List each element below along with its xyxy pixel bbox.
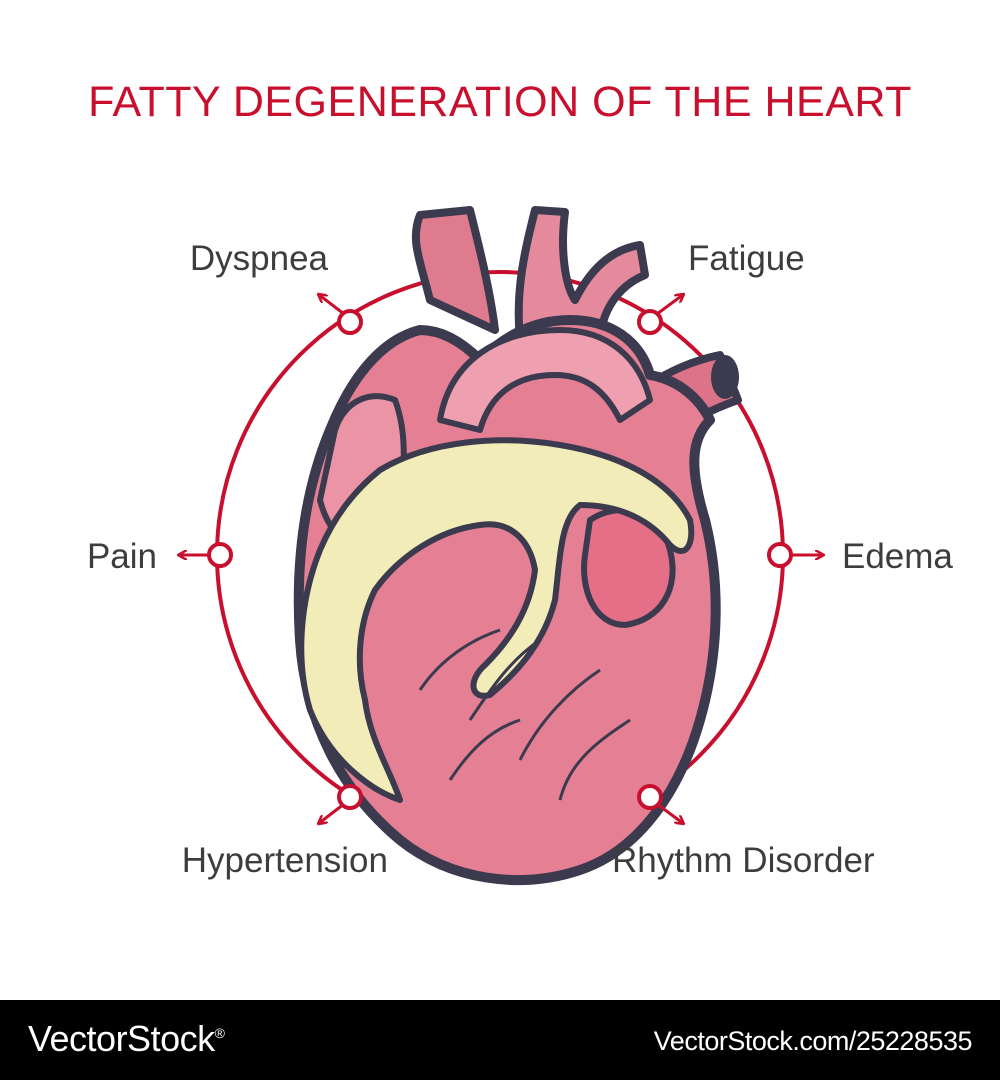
- vessel-opening: [711, 355, 739, 399]
- watermark-footer: VectorStock® VectorStock.com/25228535: [0, 1000, 1000, 1080]
- aortic-arch: [437, 327, 653, 433]
- aorta-vessel: [411, 206, 499, 334]
- brand-name: VectorStock: [28, 1018, 215, 1059]
- label-hypertension: Hypertension: [182, 841, 388, 880]
- diagram-title: FATTY DEGENERATION OF THE HEART: [88, 78, 912, 126]
- node-hypertension: [337, 784, 363, 810]
- node-fatigue: [637, 309, 663, 335]
- pulmonary-vessel: [514, 206, 649, 349]
- registered-mark: ®: [214, 1025, 225, 1041]
- node-edema: [767, 542, 793, 568]
- connectors: [178, 294, 824, 824]
- node-dyspnea: [337, 309, 363, 335]
- label-dyspnea: Dyspnea: [190, 239, 329, 278]
- stock-url: VectorStock.com/25228535: [653, 1026, 973, 1056]
- heart-vein: [418, 628, 631, 801]
- heart-diagram: Dyspnea Fatigue Pain Edema Hypertension …: [87, 206, 953, 885]
- fat-deposit: [298, 437, 695, 803]
- arrow-hypertension: [318, 802, 345, 824]
- arrow-rhythm-disorder: [656, 802, 684, 824]
- arrow-fatigue: [656, 294, 684, 316]
- arrow-dyspnea: [318, 294, 345, 316]
- heart-illustration: [293, 206, 742, 885]
- brand-logo: VectorStock®: [28, 1018, 225, 1060]
- label-edema: Edema: [842, 537, 953, 576]
- node-rhythm-disorder: [637, 784, 663, 810]
- node-pain: [207, 542, 233, 568]
- label-fatigue: Fatigue: [688, 239, 805, 278]
- label-rhythm-disorder: Rhythm Disorder: [612, 841, 875, 880]
- label-pain: Pain: [87, 537, 157, 576]
